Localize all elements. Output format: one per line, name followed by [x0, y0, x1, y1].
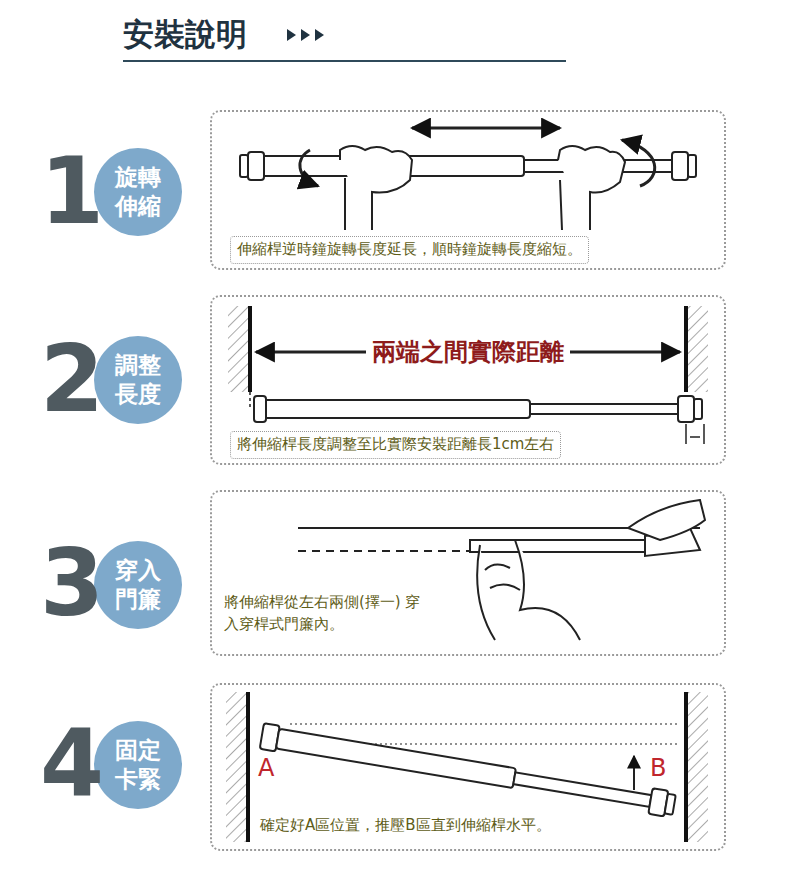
zone-label: B	[650, 754, 666, 782]
rod-twist	[240, 128, 696, 230]
step-caption: 將伸縮桿從左右兩側(擇一) 穿入穿桿式門簾內。	[218, 590, 428, 638]
step-name: 旋轉 伸縮	[113, 163, 164, 221]
step-panel: 將伸縮桿長度調整至比實際安裝距離長1cm左右	[210, 295, 726, 465]
step-panel: 確定好A區位置，推壓B區直到伸縮桿水平。	[210, 683, 726, 851]
title: 安裝說明	[123, 14, 247, 56]
step-caption: 將伸縮桿長度調整至比實際安裝距離長1cm左右	[230, 431, 561, 459]
step-circle: 調整 長度	[94, 336, 182, 424]
step-circle: 旋轉 伸縮	[94, 148, 182, 236]
step-name: 固定 卡緊	[113, 736, 164, 794]
title-rule	[123, 60, 566, 62]
step-number: 2	[40, 334, 104, 426]
step-panel: 將伸縮桿從左右兩側(擇一) 穿入穿桿式門簾內。	[210, 490, 726, 656]
zone-label: A	[258, 754, 274, 782]
step-circle: 固定 卡緊	[94, 721, 182, 809]
rod-measure	[228, 306, 708, 444]
step-name: 穿入 門簾	[113, 556, 164, 614]
distance-label: 兩端之間實際距離	[366, 336, 570, 368]
step-number: 4	[40, 718, 104, 810]
step-panel: 伸縮桿逆時鐘旋轉長度延長，順時鐘旋轉長度縮短。	[210, 110, 726, 270]
step-circle: 穿入 門簾	[94, 541, 182, 629]
step-number: 1	[40, 146, 104, 238]
step-caption: 確定好A區位置，推壓B區直到伸縮桿水平。	[254, 813, 557, 839]
title-arrows	[287, 29, 324, 41]
rod-fix	[226, 692, 708, 842]
step-caption: 伸縮桿逆時鐘旋轉長度延長，順時鐘旋轉長度縮短。	[230, 236, 589, 264]
step-number: 3	[40, 538, 104, 630]
step-name: 調整 長度	[113, 351, 164, 409]
